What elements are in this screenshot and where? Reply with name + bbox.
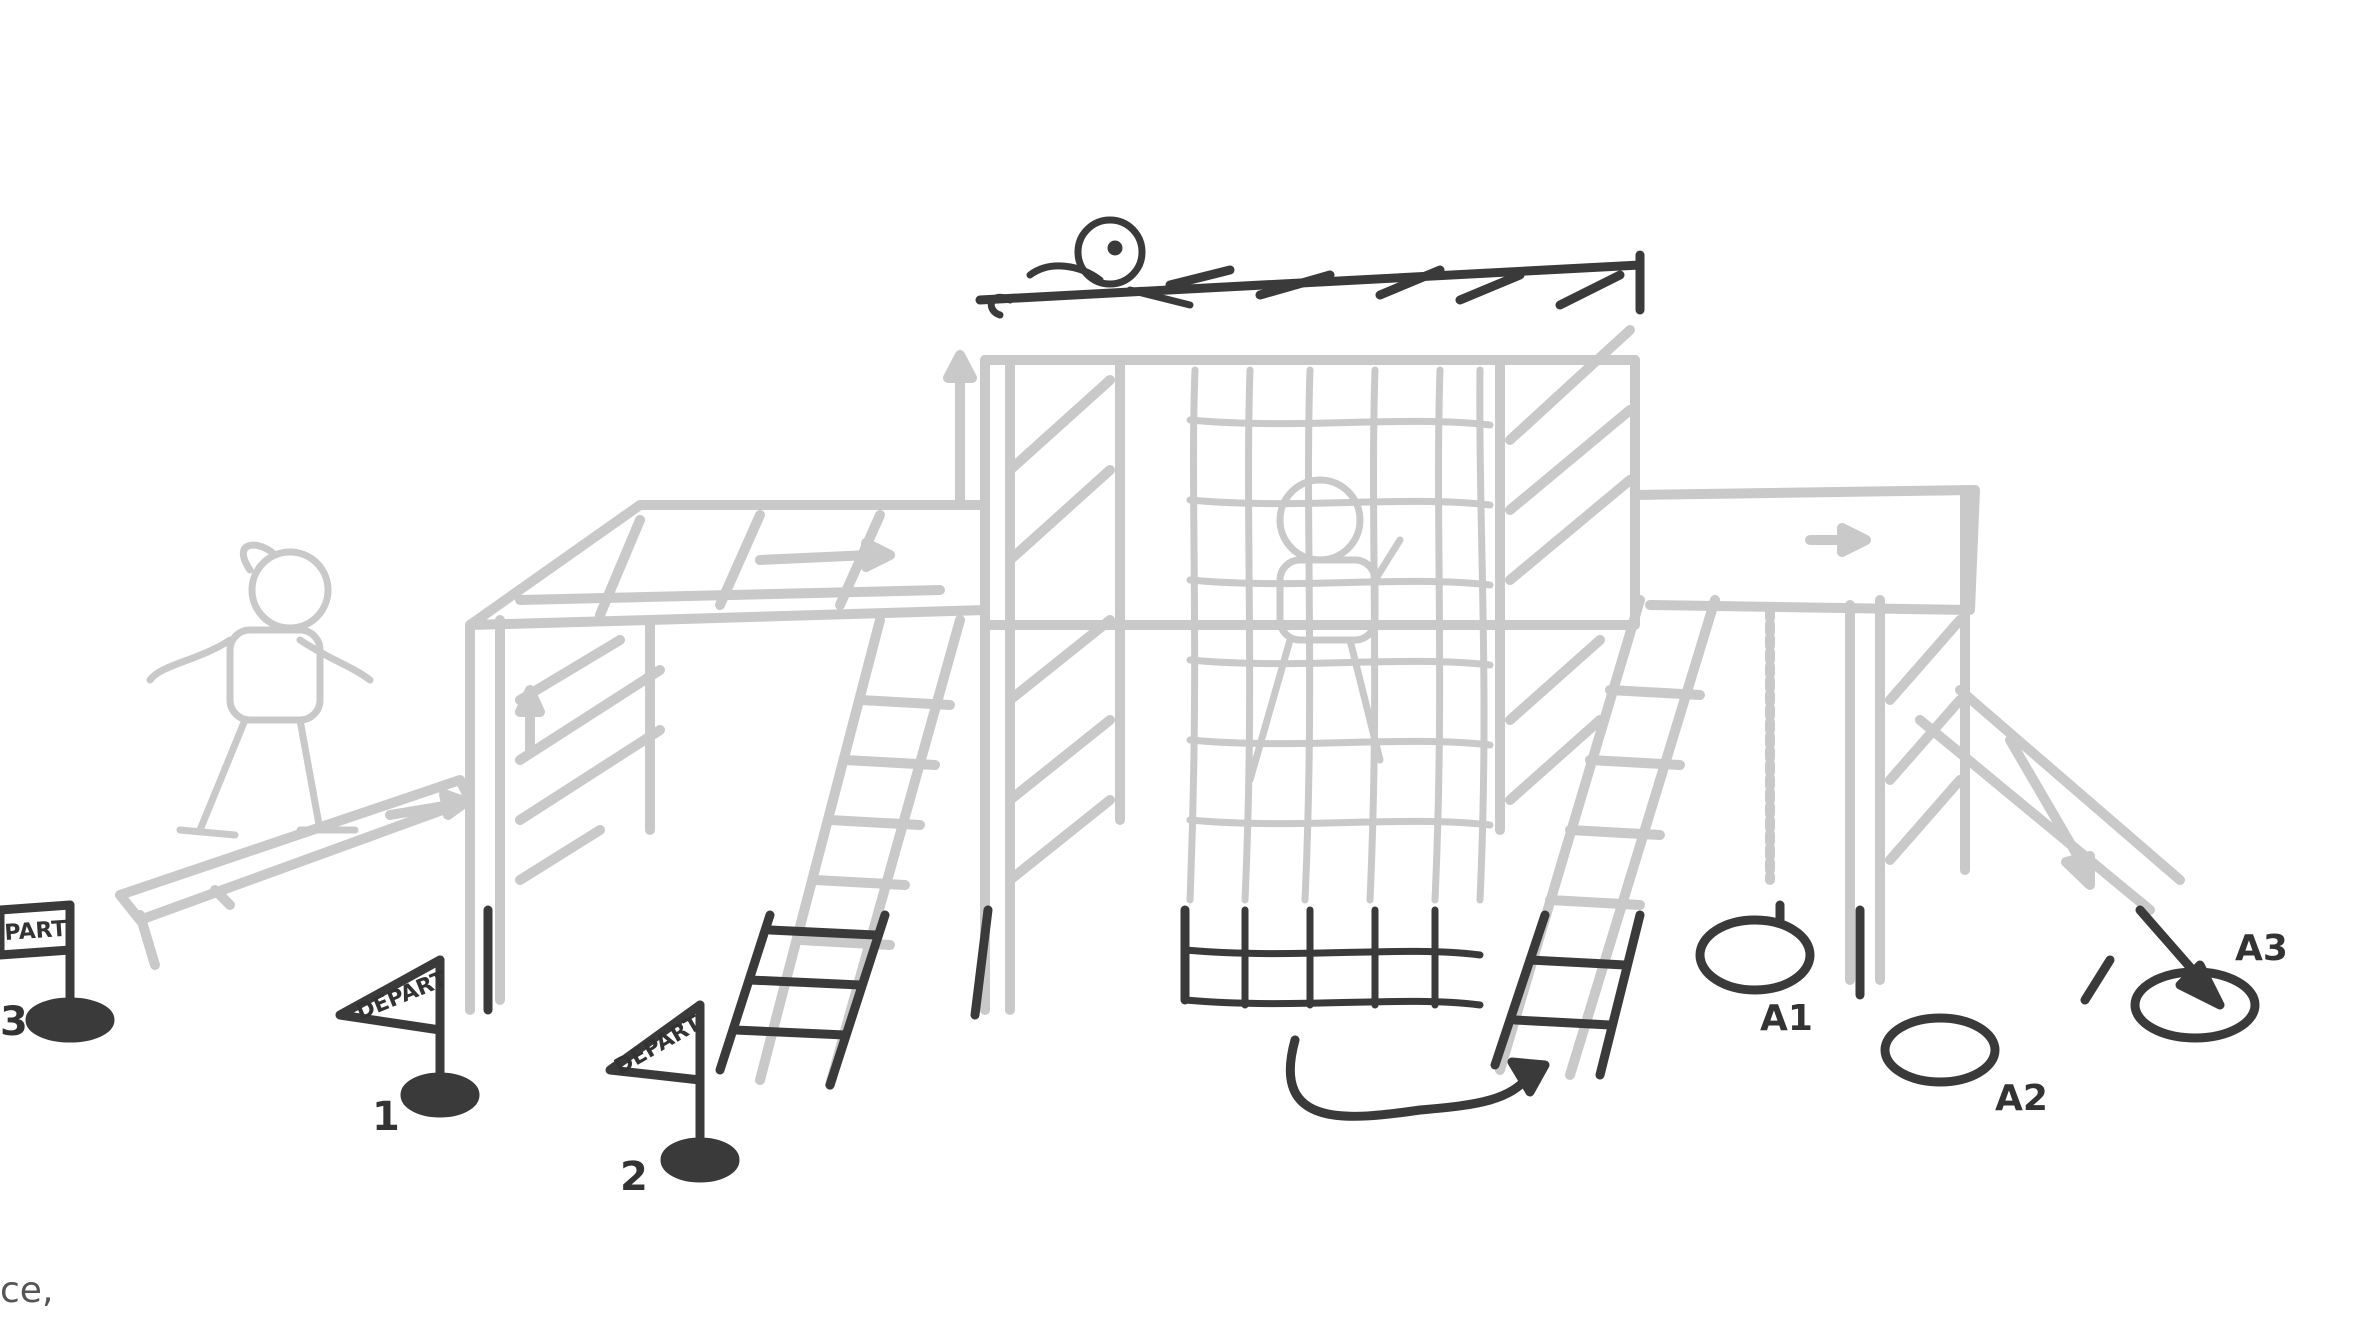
- crawling-boy: [987, 216, 1194, 319]
- top-rail: [975, 250, 1645, 315]
- flag-2: [605, 1000, 740, 1183]
- station-2-label: 2: [620, 1154, 648, 1200]
- flag-3: [0, 900, 115, 1043]
- left-ladder: [755, 615, 965, 1090]
- boy-on-net: [1246, 476, 1404, 784]
- hoop-a1-label: A1: [1760, 998, 1813, 1039]
- hoop-a1: [1695, 915, 1815, 995]
- left-platform: [465, 500, 990, 1015]
- lower-right-ladder: [1490, 910, 1645, 1080]
- flag-3-sign: PART: [4, 917, 68, 946]
- path-arrowhead: [1507, 1057, 1550, 1097]
- dark-structure: [0, 216, 2260, 1183]
- path-arrow: [1285, 1035, 1535, 1121]
- hoop-a3-label: A3: [2235, 928, 2288, 969]
- station-1-label: 1: [372, 1094, 400, 1140]
- cropped-text-fragment: ce,: [0, 1270, 54, 1311]
- faded-structure: [115, 325, 2185, 1090]
- faded-arrows: [385, 350, 2095, 890]
- climbing-net: [1186, 366, 1494, 904]
- structure-feet: [483, 905, 1865, 1020]
- right-platform: [1630, 485, 1980, 985]
- hoop-a2-label: A2: [1995, 1078, 2048, 1119]
- slide: [1915, 685, 2185, 915]
- lower-left-ladder: [715, 910, 890, 1090]
- hoop-a2: [1880, 1013, 2000, 1087]
- flag-1: [335, 955, 480, 1118]
- lower-net: [1181, 906, 1484, 1009]
- girl-on-beam: [146, 541, 374, 839]
- station-3-label: 3: [0, 999, 28, 1045]
- right-ladder: [1495, 595, 1720, 1080]
